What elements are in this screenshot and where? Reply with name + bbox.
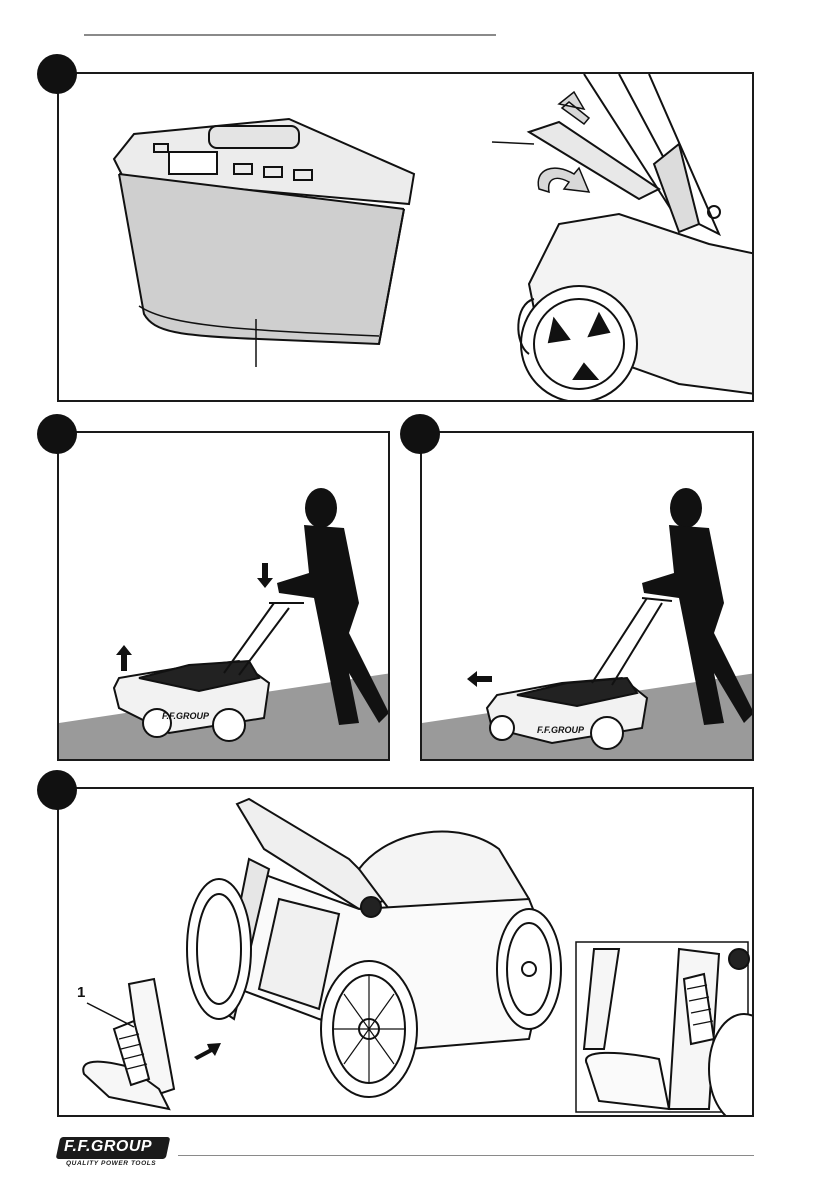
figure-2-panel: F.F.GROUP xyxy=(57,431,390,761)
grass-bag-drawing xyxy=(114,119,414,344)
mower-rear-closeup xyxy=(518,74,754,402)
callout-line-flap xyxy=(492,142,534,144)
figure-4-badge xyxy=(37,770,77,810)
arrow-left-icon xyxy=(467,671,492,687)
figure-1-panel xyxy=(57,72,754,402)
mulching-plug-drawing xyxy=(83,979,174,1109)
figure-2-badge xyxy=(37,414,77,454)
figure-1-illustration xyxy=(59,74,754,402)
figure-3-illustration: F.F.GROUP xyxy=(422,433,754,761)
figure-2-illustration: F.F.GROUP xyxy=(59,433,390,761)
svg-text:F.F.GROUP: F.F.GROUP xyxy=(162,711,210,721)
arrow-up-icon xyxy=(116,645,132,671)
header-rule xyxy=(84,34,496,36)
mower-rear-open-drawing xyxy=(187,799,561,1097)
arrow-right-icon xyxy=(194,1043,221,1060)
curved-arrow-icon xyxy=(538,168,589,192)
inset-detail xyxy=(576,942,754,1117)
arrow-down-icon xyxy=(257,563,273,588)
figure-4-panel: 1 xyxy=(57,787,754,1117)
brand-logo: F.F.GROUP xyxy=(58,1137,168,1161)
figure-3-panel: F.F.GROUP xyxy=(420,431,754,761)
figure-1-badge xyxy=(37,54,77,94)
arrow-up-icon xyxy=(559,92,589,124)
logo-text: F.F.GROUP xyxy=(64,1138,152,1156)
brand-tagline: QUALITY POWER TOOLS xyxy=(66,1160,156,1167)
figure-3-badge xyxy=(400,414,440,454)
footer-rule xyxy=(178,1155,754,1156)
callout-1-label: 1 xyxy=(77,984,85,1001)
figure-4-illustration: 1 xyxy=(59,789,754,1117)
callout-line-plug xyxy=(87,1003,134,1027)
svg-text:F.F.GROUP: F.F.GROUP xyxy=(537,725,585,735)
